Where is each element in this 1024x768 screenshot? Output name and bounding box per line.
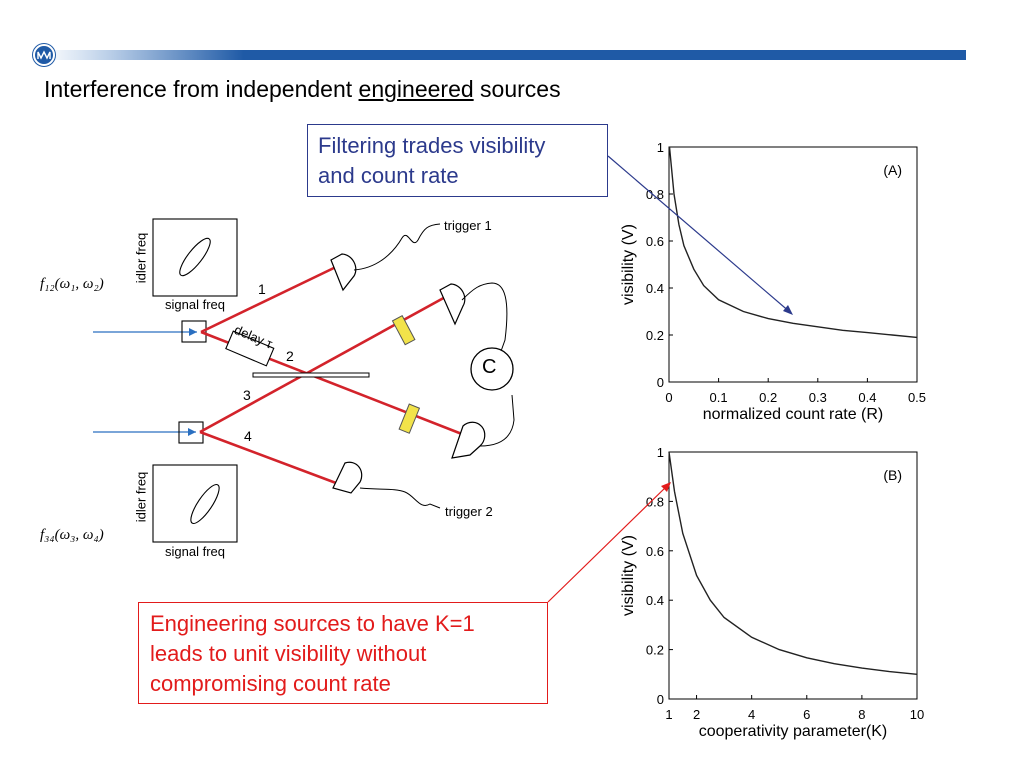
detector-cables [353, 223, 515, 509]
spectral-filter-1 [391, 315, 416, 346]
coincidence-label: C [482, 356, 497, 378]
chart-a-xtick-label: 0.1 [710, 390, 728, 405]
logo-icon [33, 44, 55, 66]
callout-filtering-line2: and count rate [318, 163, 459, 188]
port-label-4: 4 [244, 428, 252, 444]
callout-engineering-line2: leads to unit visibility without [150, 641, 427, 666]
trigger-1-label: trigger 1 [444, 218, 492, 233]
chart-b-ytick-label: 0.2 [646, 643, 664, 658]
callout-filtering-line1: Filtering trades visibility [318, 133, 546, 158]
chart-b-plot-frame [668, 451, 918, 700]
slide-title-pre: Interference from independent [44, 76, 353, 102]
chart-b-xtick-label: 2 [693, 707, 700, 722]
chart-a-ytick-label: 0 [657, 375, 664, 390]
signal-freq-label-bottom: signal freq [165, 544, 225, 559]
jsa-box-top [152, 218, 238, 297]
chart-b-panel-label: (B) [883, 467, 902, 483]
chart-a-xtick-label: 0.4 [858, 390, 876, 405]
trigger-2-label: trigger 2 [445, 504, 493, 519]
port-label-2: 2 [286, 348, 294, 364]
chart-b-xlabel: cooperativity parameter(K) [699, 723, 888, 740]
port-label-1: 1 [258, 281, 266, 297]
port-label-3: 3 [243, 387, 251, 403]
jsa-function-34: f₃₄(ω₃, ω₄) [40, 527, 104, 543]
chart-b-ytick-label: 0.4 [646, 593, 664, 608]
chart-b-xtick-label: 6 [803, 707, 810, 722]
jsa-box-bottom [152, 464, 238, 543]
source-crystal-1 [181, 320, 207, 343]
beam-splitter [252, 372, 370, 378]
chart-b-series-line [668, 451, 918, 675]
chart-b-ylabel: visibility (V) [620, 535, 637, 616]
callout-filtering: Filtering trades visibility and count ra… [307, 124, 608, 197]
detector-coincidence-2 [451, 421, 486, 459]
chart-b-xtick-label: 8 [858, 707, 865, 722]
pump-beam-1 [93, 328, 197, 336]
chart-a-panel-label: (A) [883, 162, 902, 178]
spectral-filter-2 [398, 403, 421, 434]
slide-title: Interference from independent engineered… [44, 76, 561, 103]
detector-coincidence-1 [439, 283, 466, 326]
chart-b-ytick-label: 0.8 [646, 494, 664, 509]
callout-engineering: Engineering sources to have K=1 leads to… [138, 602, 548, 704]
detector-trigger-1 [330, 253, 357, 292]
detector-trigger-2 [332, 461, 363, 494]
slide-title-post: sources [480, 76, 561, 102]
title-bar [40, 50, 966, 60]
jsa-function-12: f₁₂(ω₁, ω₂) [40, 276, 104, 292]
slide-title-underlined: engineered [358, 76, 474, 102]
chart-a-xtick-label: 0 [665, 390, 672, 405]
chart-a-xtick-label: 0.3 [809, 390, 827, 405]
chart-b-xtick-label: 4 [748, 707, 755, 722]
chart-b-xtick-label: 10 [910, 707, 924, 722]
chart-b-ytick-label: 0.6 [646, 544, 664, 559]
callout-engineering-line1: Engineering sources to have K=1 [150, 611, 475, 636]
chart-a-xlabel: normalized count rate (R) [703, 406, 884, 423]
callout-engineering-line3: compromising count rate [150, 671, 391, 696]
chart-b-xtick-label: 1 [665, 707, 672, 722]
chart-a-xtick-label: 0.2 [759, 390, 777, 405]
signal-freq-label-top: signal freq [165, 297, 225, 312]
chart-a-xtick-label: 0.5 [908, 390, 926, 405]
chart-b-ytick-label: 0 [657, 692, 664, 707]
chart-a-ytick-label: 0.2 [646, 328, 664, 343]
delay-element [225, 330, 275, 367]
chart-a-ytick-label: 1 [657, 140, 664, 155]
chart-b-ytick-label: 1 [657, 445, 664, 460]
coincidence-counter [470, 347, 514, 391]
